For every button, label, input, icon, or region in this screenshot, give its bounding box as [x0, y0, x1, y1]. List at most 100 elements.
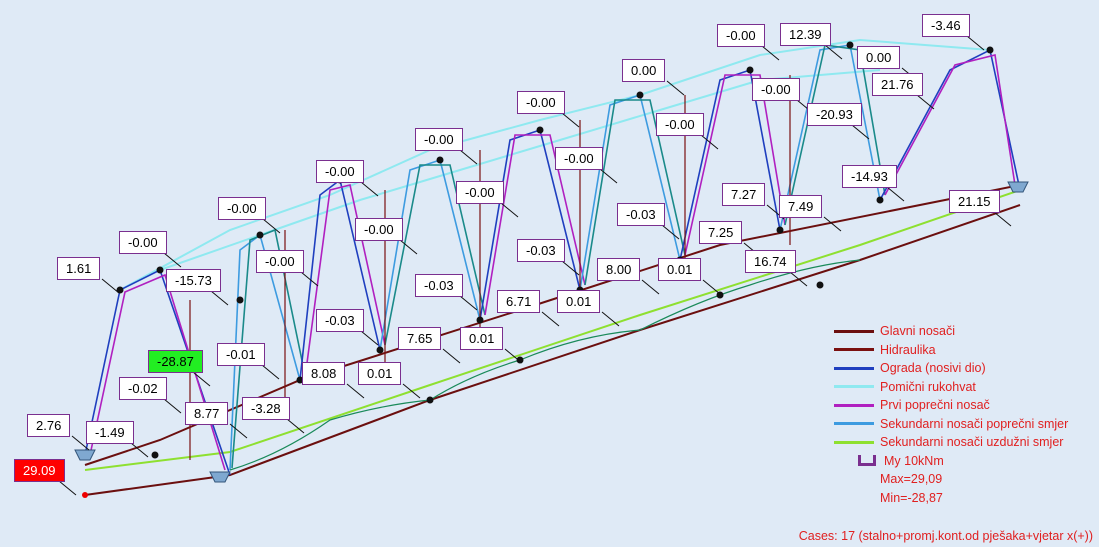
moment-value-label[interactable]: 21.76: [872, 73, 923, 96]
leader-line: [286, 418, 305, 434]
legend-item: Sekundarni nosači poprečni smjer: [834, 415, 1068, 434]
moment-value-label[interactable]: -0.01: [217, 343, 265, 366]
support-icon: [74, 181, 1029, 483]
leader-line: [500, 202, 519, 218]
legend-item: Ograda (nosivi dio): [834, 359, 1068, 378]
moment-value-label[interactable]: 7.25: [699, 221, 743, 244]
leader-line: [789, 271, 808, 287]
legend-item: Glavni nosači: [834, 322, 1068, 341]
legend-swatch: [834, 403, 874, 407]
legend-item: Pomični rukohvat: [834, 378, 1068, 397]
moment-value-label[interactable]: -0.00: [656, 113, 704, 136]
moment-value-label[interactable]: -0.00: [415, 128, 463, 151]
moment-value-label[interactable]: 0.01: [460, 327, 504, 350]
leader-line: [459, 149, 478, 165]
leader-line: [966, 35, 985, 51]
moment-value-label[interactable]: 7.27: [722, 183, 766, 206]
moment-value-label[interactable]: 8.00: [597, 258, 641, 281]
legend-swatch: [834, 329, 874, 333]
leader-line: [702, 279, 721, 295]
moment-value-label[interactable]: 8.08: [302, 362, 346, 385]
leader-line: [262, 218, 281, 234]
leader-line: [58, 480, 77, 496]
leader-line: [916, 94, 935, 110]
moment-value-label[interactable]: -0.00: [517, 91, 565, 114]
moment-value-label[interactable]: -0.02: [119, 377, 167, 400]
moment-value-label[interactable]: -0.00: [316, 160, 364, 183]
moment-value-label[interactable]: 29.09: [14, 459, 65, 482]
legend-item: Sekundarni nosači uzdužni smjer: [834, 433, 1068, 452]
legend-item-label: Prvi poprečni nosač: [880, 398, 990, 412]
leader-line: [601, 311, 620, 327]
legend-item-label: Glavni nosači: [880, 324, 956, 338]
moment-value-label[interactable]: -28.87: [148, 350, 203, 373]
moment-value-label[interactable]: -3.46: [922, 14, 970, 37]
leader-line: [210, 290, 229, 306]
moment-value-label[interactable]: 12.39: [780, 23, 831, 46]
moment-value-label[interactable]: -0.03: [316, 309, 364, 332]
handrail-top-2: [159, 69, 881, 271]
leader-line: [163, 252, 182, 268]
legend-my-label: My 10kNm: [884, 453, 944, 468]
leader-line: [101, 278, 120, 294]
moment-value-label[interactable]: -14.93: [842, 165, 897, 188]
moment-value-label[interactable]: 0.00: [622, 59, 666, 82]
legend-item: Prvi poprečni nosač: [834, 396, 1068, 415]
moment-value-label[interactable]: 6.71: [497, 290, 541, 313]
leader-line: [541, 311, 560, 327]
moment-value-label[interactable]: -15.73: [166, 269, 221, 292]
legend-item-label: Sekundarni nosači poprečni smjer: [880, 416, 1069, 431]
moment-value-label[interactable]: 0.01: [358, 362, 402, 385]
moment-value-label[interactable]: -0.00: [752, 78, 800, 101]
leader-line: [442, 348, 461, 364]
moment-value-label[interactable]: -0.00: [119, 231, 167, 254]
moment-value-label[interactable]: 0.00: [857, 46, 901, 69]
leader-line: [886, 186, 905, 202]
leader-line: [71, 435, 90, 451]
moment-value-label[interactable]: -0.03: [415, 274, 463, 297]
leader-line: [761, 45, 780, 61]
leader-line: [163, 398, 182, 414]
leader-line: [399, 239, 418, 255]
leader-line: [851, 124, 870, 140]
leader-line: [993, 211, 1012, 227]
leader-line: [824, 44, 843, 60]
leader-line: [261, 364, 280, 380]
leader-line: [360, 181, 379, 197]
moment-value-label[interactable]: 0.01: [557, 290, 601, 313]
leader-line: [360, 330, 379, 346]
leader-line: [504, 348, 523, 364]
leader-line: [229, 423, 248, 439]
moment-value-label[interactable]: -0.00: [218, 197, 266, 220]
legend-swatch: [834, 385, 874, 389]
legend-swatch: [834, 440, 874, 444]
moment-value-label[interactable]: 2.76: [27, 414, 71, 437]
moment-value-label[interactable]: -0.00: [555, 147, 603, 170]
moment-icon: [858, 455, 876, 467]
legend-item-label: Sekundarni nosači uzdužni smjer: [880, 435, 1064, 449]
moment-value-label[interactable]: -0.00: [355, 218, 403, 241]
legend-item-label: Pomični rukohvat: [880, 379, 976, 394]
moment-value-label[interactable]: -0.03: [517, 239, 565, 262]
moment-value-label[interactable]: -20.93: [807, 103, 862, 126]
legend-item-label: Hidraulika: [880, 342, 936, 357]
moment-value-label[interactable]: 1.61: [57, 257, 101, 280]
legend-swatch: [834, 366, 874, 370]
moment-value-label[interactable]: -0.00: [717, 24, 765, 47]
moment-value-label[interactable]: 16.74: [745, 250, 796, 273]
legend-swatch: [834, 422, 874, 426]
moment-value-label[interactable]: 21.15: [949, 190, 1000, 213]
leader-line: [459, 295, 478, 311]
moment-value-label[interactable]: -0.03: [617, 203, 665, 226]
moment-value-label[interactable]: -0.00: [256, 250, 304, 273]
leader-line: [561, 112, 580, 128]
moment-value-label[interactable]: 0.01: [658, 258, 702, 281]
moment-value-label[interactable]: 7.65: [398, 327, 442, 350]
moment-value-label[interactable]: -0.00: [456, 181, 504, 204]
moment-value-label[interactable]: -1.49: [86, 421, 134, 444]
moment-value-label[interactable]: -3.28: [242, 397, 290, 420]
moment-value-label[interactable]: 8.77: [185, 402, 229, 425]
moment-value-label[interactable]: 7.49: [779, 195, 823, 218]
